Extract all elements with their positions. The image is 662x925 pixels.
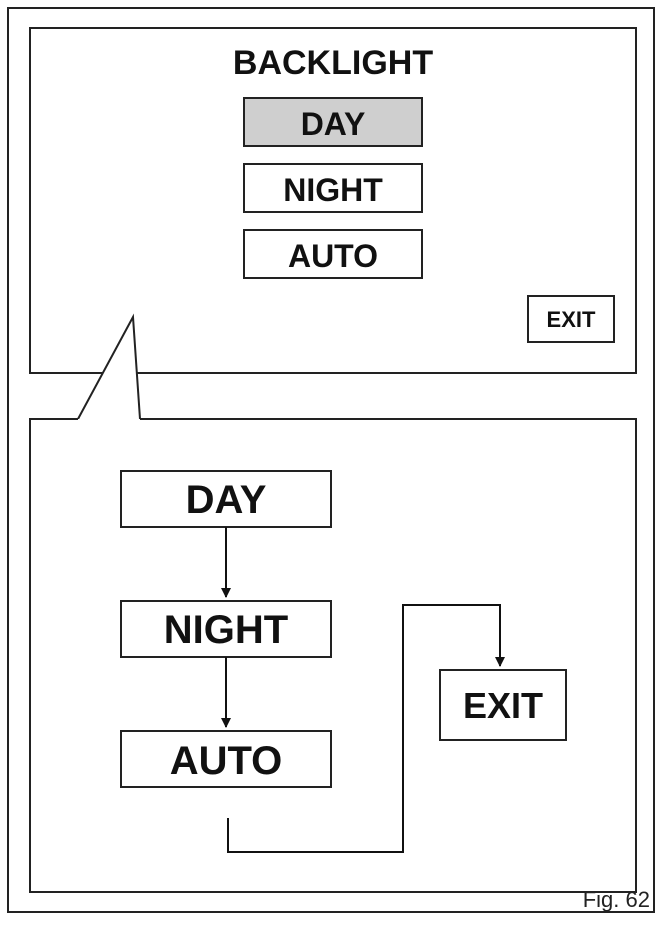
flow-step-day: DAY [120, 470, 332, 528]
callout-pointer [77, 313, 141, 420]
flow-step-day-box [120, 470, 332, 528]
figure-caption: Fig. 62 [583, 887, 650, 912]
arrow-auto-to-exit [227, 604, 505, 853]
flow-step-auto-box [120, 730, 332, 788]
option-auto-label: AUTO [288, 238, 378, 274]
flow-step-night-box [120, 600, 332, 658]
option-auto-box [243, 229, 423, 279]
screen-exit-box [527, 295, 615, 343]
option-day-box [243, 97, 423, 147]
screen-title: BACKLIGHT [233, 44, 433, 82]
flow-step-night: NIGHT [120, 600, 332, 658]
flow-step-auto: AUTO [120, 730, 332, 788]
flow-exit-label: EXIT [463, 685, 543, 726]
flow-step-night-label: NIGHT [164, 608, 288, 652]
option-night-label: NIGHT [283, 172, 383, 208]
option-day-label: DAY [301, 106, 366, 142]
option-auto-button[interactable]: AUTO [243, 229, 423, 279]
option-day-button[interactable]: DAY [243, 97, 423, 147]
option-night-box [243, 163, 423, 213]
flow-exit-box [439, 669, 567, 741]
screen-exit-label: EXIT [547, 307, 596, 332]
screen-exit-button[interactable]: EXIT [527, 295, 615, 343]
option-night-button[interactable]: NIGHT [243, 163, 423, 213]
flow-exit: EXIT [439, 669, 567, 741]
flow-step-auto-label: AUTO [170, 739, 283, 783]
flow-step-day-label: DAY [186, 478, 267, 522]
